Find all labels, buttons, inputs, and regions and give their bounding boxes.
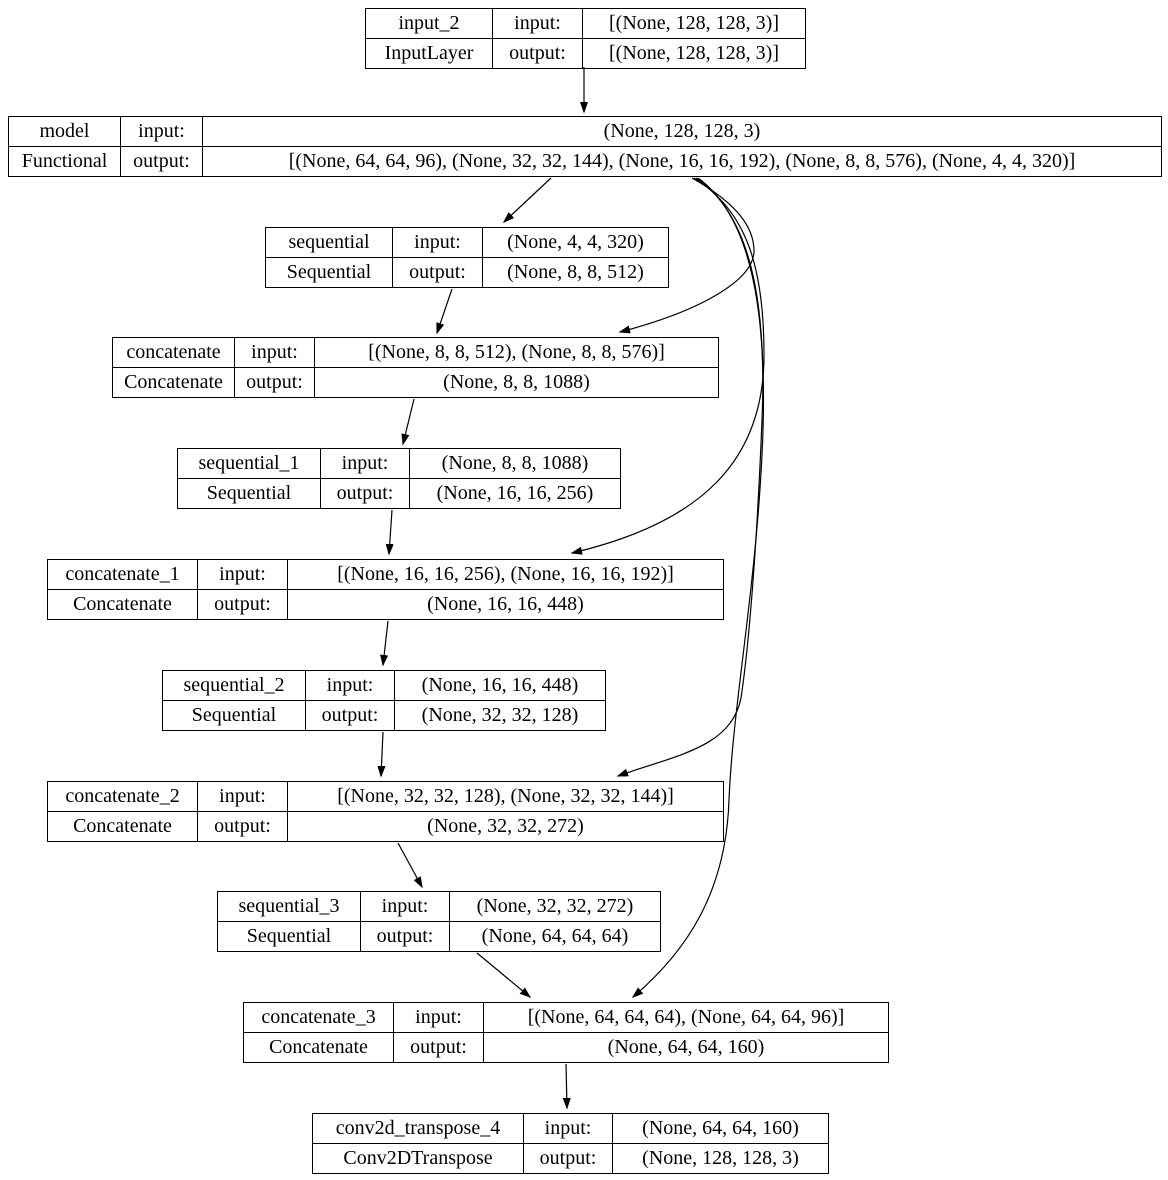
input-label: input: — [320, 448, 410, 479]
layer-type: Sequential — [177, 478, 321, 509]
layer-name: sequential_2 — [162, 670, 306, 701]
output-shape: (None, 64, 64, 64) — [449, 921, 661, 952]
edge-concatenate-to-sequential-1 — [403, 398, 415, 444]
input-label: input: — [360, 891, 450, 922]
edge-sequential-1-to-concatenate-1 — [389, 509, 392, 554]
layer-name: sequential_3 — [217, 891, 361, 922]
layer-name: model — [8, 116, 121, 147]
input-label: input: — [492, 8, 583, 39]
input-shape: (None, 4, 4, 320) — [482, 227, 669, 258]
output-label: output: — [197, 589, 288, 620]
node-concatenate-1: concatenate_1 input: [(None, 16, 16, 256… — [47, 559, 724, 620]
input-label: input: — [523, 1113, 613, 1144]
input-shape: (None, 16, 16, 448) — [394, 670, 606, 701]
output-label: output: — [393, 1032, 484, 1063]
input-shape: (None, 128, 128, 3) — [202, 116, 1162, 147]
input-shape: (None, 32, 32, 272) — [449, 891, 661, 922]
output-shape: [(None, 64, 64, 96), (None, 32, 32, 144)… — [202, 146, 1162, 177]
node-sequential-3: sequential_3 input: (None, 32, 32, 272) … — [217, 891, 661, 952]
layer-name: concatenate_1 — [47, 559, 198, 590]
output-label: output: — [392, 257, 483, 288]
node-sequential-1: sequential_1 input: (None, 8, 8, 1088) S… — [177, 448, 621, 509]
output-shape: (None, 16, 16, 448) — [287, 589, 724, 620]
input-shape: [(None, 128, 128, 3)] — [582, 8, 806, 39]
output-shape: (None, 32, 32, 128) — [394, 700, 606, 731]
output-label: output: — [523, 1143, 613, 1174]
output-label: output: — [120, 146, 203, 177]
edge-concatenate-2-to-sequential-3 — [397, 842, 422, 887]
node-concatenate-2: concatenate_2 input: [(None, 32, 32, 128… — [47, 781, 724, 842]
edge-sequential-to-concatenate — [437, 288, 453, 333]
node-model: model input: (None, 128, 128, 3) Functio… — [8, 116, 1162, 177]
edge-concatenate-1-to-sequential-2 — [383, 620, 389, 665]
layer-name: concatenate_2 — [47, 781, 198, 812]
input-label: input: — [234, 337, 315, 368]
output-shape: (None, 8, 8, 1088) — [314, 367, 719, 398]
edge-sequential-2-to-concatenate-2 — [381, 731, 383, 776]
layer-name: concatenate_3 — [243, 1002, 394, 1033]
input-label: input: — [197, 559, 288, 590]
output-label: output: — [360, 921, 450, 952]
output-label: output: — [305, 700, 395, 731]
output-shape: (None, 16, 16, 256) — [409, 478, 621, 509]
input-shape: (None, 64, 64, 160) — [612, 1113, 829, 1144]
input-shape: [(None, 32, 32, 128), (None, 32, 32, 144… — [287, 781, 724, 812]
layer-type: Sequential — [217, 921, 361, 952]
layer-type: Concatenate — [47, 811, 198, 842]
layer-name: concatenate — [112, 337, 235, 368]
input-label: input: — [392, 227, 483, 258]
layer-name: input_2 — [365, 8, 493, 39]
node-conv2d-transpose-4: conv2d_transpose_4 input: (None, 64, 64,… — [312, 1113, 829, 1174]
input-shape: [(None, 64, 64, 64), (None, 64, 64, 96)] — [483, 1002, 889, 1033]
layer-type: Sequential — [162, 700, 306, 731]
layer-type: Sequential — [265, 257, 393, 288]
layer-name: sequential — [265, 227, 393, 258]
output-label: output: — [492, 38, 583, 69]
output-label: output: — [320, 478, 410, 509]
output-label: output: — [197, 811, 288, 842]
layer-type: Concatenate — [47, 589, 198, 620]
layer-name: conv2d_transpose_4 — [312, 1113, 524, 1144]
input-label: input: — [305, 670, 395, 701]
node-input-2: input_2 input: [(None, 128, 128, 3)] Inp… — [365, 8, 806, 69]
node-sequential: sequential input: (None, 4, 4, 320) Sequ… — [265, 227, 669, 288]
layer-type: Functional — [8, 146, 121, 177]
input-shape: [(None, 8, 8, 512), (None, 8, 8, 576)] — [314, 337, 719, 368]
node-concatenate: concatenate input: [(None, 8, 8, 512), (… — [112, 337, 719, 398]
input-label: input: — [197, 781, 288, 812]
input-label: input: — [393, 1002, 484, 1033]
edge-model-to-sequential — [504, 177, 552, 222]
node-concatenate-3: concatenate_3 input: [(None, 64, 64, 64)… — [243, 1002, 889, 1063]
layer-type: Conv2DTranspose — [312, 1143, 524, 1174]
input-label: input: — [120, 116, 203, 147]
output-label: output: — [234, 367, 315, 398]
layer-name: sequential_1 — [177, 448, 321, 479]
output-shape: (None, 64, 64, 160) — [483, 1032, 889, 1063]
layer-type: InputLayer — [365, 38, 493, 69]
edge-concatenate-3-to-conv2d-transpose-4 — [566, 1063, 567, 1108]
output-shape: (None, 32, 32, 272) — [287, 811, 724, 842]
layer-type: Concatenate — [243, 1032, 394, 1063]
output-shape: (None, 128, 128, 3) — [612, 1143, 829, 1174]
node-sequential-2: sequential_2 input: (None, 16, 16, 448) … — [162, 670, 606, 731]
edge-sequential-3-to-concatenate-3 — [476, 952, 530, 997]
output-shape: (None, 8, 8, 512) — [482, 257, 669, 288]
input-shape: [(None, 16, 16, 256), (None, 16, 16, 192… — [287, 559, 724, 590]
input-shape: (None, 8, 8, 1088) — [409, 448, 621, 479]
output-shape: [(None, 128, 128, 3)] — [582, 38, 806, 69]
layer-type: Concatenate — [112, 367, 235, 398]
